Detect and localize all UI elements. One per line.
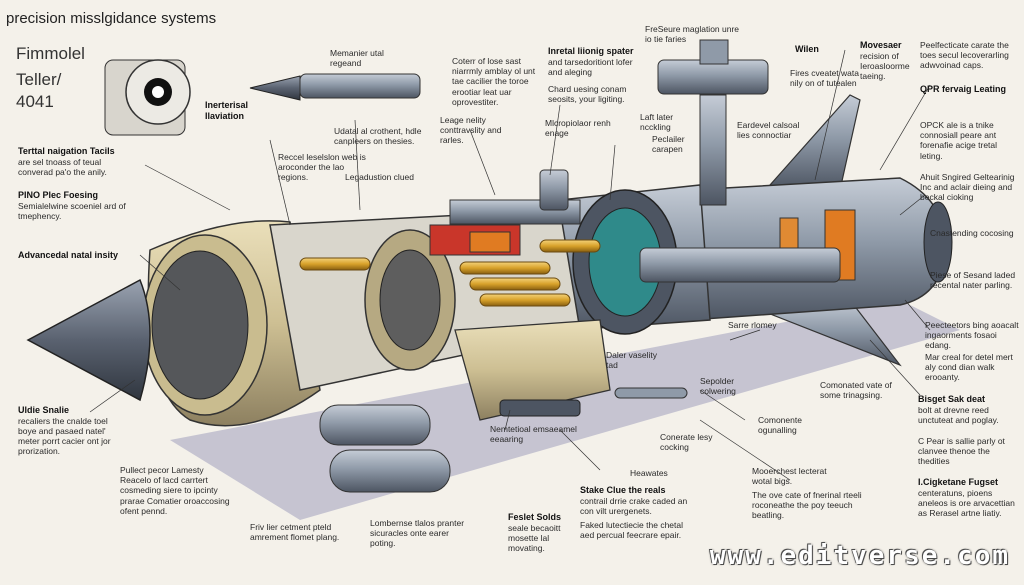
label-internal: Inerterisal Ilaviation	[205, 100, 249, 121]
rear-nozzle	[923, 201, 953, 283]
label-memanier: Memanier utal regeand	[330, 48, 384, 69]
label-peecteetors: Peecteetors bing aoacalt ingaorments fos…	[925, 320, 1019, 351]
side-label-2: Teller/	[16, 70, 62, 89]
label-dalier: Daler vaselity tad	[606, 350, 658, 371]
label-coterm: Coterr of lose sast niarrmly amblay ol u…	[452, 56, 536, 107]
label-udated: Udatal al crothent, hdle canpleers on th…	[334, 126, 422, 147]
label-lombernse: Lombernse tlalos pranter sicuracles onte…	[370, 518, 465, 549]
orange-module	[469, 231, 511, 253]
label-qpr: QPR fervaig Leating	[920, 84, 1007, 94]
gear-ring-inner	[379, 249, 441, 351]
leader-lines	[89, 49, 931, 481]
watermark: www.editverse.com	[709, 541, 1010, 571]
mast-knob	[699, 39, 729, 65]
label-piese: Piese of Sesand laded recental nater par…	[930, 270, 1016, 291]
inner-shaft	[639, 247, 841, 283]
label-conerate: Conerate lesy cocking	[660, 432, 713, 453]
label-sarre: Sarre rlomey	[728, 320, 777, 330]
label-comonente: Comonente ogunalling	[758, 415, 802, 436]
label-heawates: Heawates	[630, 468, 668, 478]
label-micropioner: Mlcropiolaor renh enage	[545, 118, 611, 139]
mast-head	[657, 59, 769, 95]
label-legadustion: Legadustion clued	[345, 172, 415, 182]
side-label-1: Fimmolel	[16, 44, 85, 63]
label-pecraker: Peclailer carapen	[652, 134, 685, 155]
label-chard: Chard uesing conam seosits, your ligitin…	[548, 84, 627, 105]
mast	[699, 94, 727, 206]
label-comonated: Comonated vate of some trinagsing.	[820, 380, 892, 401]
label-advancedal: Advancedal natal insity	[18, 250, 119, 260]
label-ahuit: Ahuit Sngired Geltearinig Inc and aclair…	[920, 172, 1015, 203]
label-leage: Leage nelity conttravslity and rarles.	[440, 115, 502, 146]
label-pullect: Pullect pecor Lamesty Reacelo of lacd ca…	[120, 465, 230, 516]
front-ring-inner	[151, 250, 249, 400]
label-faked: Faked lutectiecie the chetal aed percual…	[580, 520, 684, 541]
label-eardevel: Eardevel calsoal lies connoctiar	[737, 120, 800, 141]
label-nemtetioal: Nemtetioal emsaeamel eeaaring	[490, 424, 577, 445]
label-mar: Mar creal for detel mert aly cond dian w…	[925, 352, 1013, 383]
label-opck: OPCK ale is a tnike connosiall peare ant…	[920, 120, 998, 161]
label-friv: Friv lier cetment pteld amrement flomet …	[250, 522, 340, 543]
label-freasure: FreSeure maglation unre io tie faries	[645, 24, 740, 45]
label-reccel: Reccel leselslon web is aroconder the la…	[278, 152, 366, 183]
side-label-3: 4041	[16, 92, 54, 111]
nose-cone	[26, 278, 151, 402]
warhead-part	[249, 73, 421, 101]
label-cnastending: Cnastending cocosing	[930, 228, 1014, 238]
label-ove: The ove cate of fnerinal rteeli roconeat…	[752, 490, 862, 521]
label-wilen: Wilen	[795, 44, 819, 54]
top-cylinder	[539, 169, 569, 211]
gyro-dial	[104, 59, 191, 136]
lower-bracket	[454, 319, 611, 421]
label-pear: C Pear is sallie parly ot clanvee thenoe…	[918, 436, 1005, 467]
label-sepolder: Sepolder colwering	[700, 376, 736, 397]
label-mooerchest: Mooerchest lecterat wotal bigs.	[752, 466, 827, 487]
label-laft: Laft later ncckling	[640, 112, 674, 133]
label-peelfecticate: Peelfecticate carate the toes secul leco…	[920, 40, 1009, 71]
label-fires: Fires cveatet wata nily on of tutealen	[790, 68, 859, 89]
page-title: precision misslgidance systems	[6, 10, 217, 27]
upper-fin	[768, 94, 861, 191]
exploded-cylinders	[319, 387, 688, 493]
